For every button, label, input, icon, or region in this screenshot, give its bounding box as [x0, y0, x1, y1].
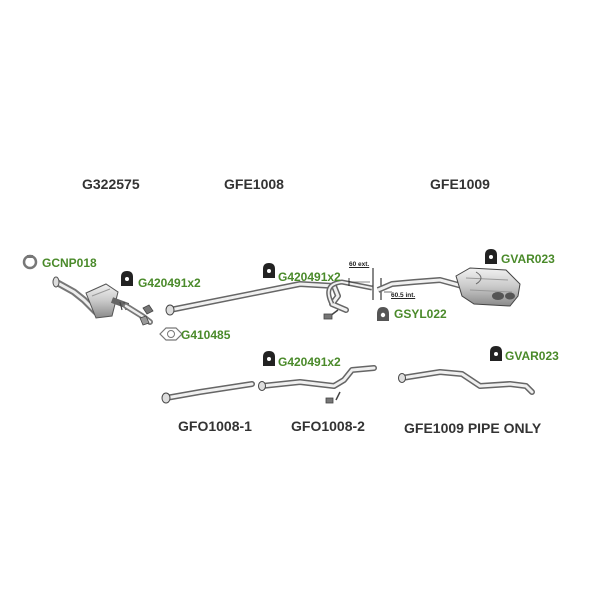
hanger-icon-cat	[121, 271, 133, 286]
clamp-icon	[22, 254, 38, 270]
part-code-clamp[interactable]: GCNP018	[42, 256, 97, 270]
front-pipe[interactable]	[165, 279, 373, 320]
part-code-gasket[interactable]: G410485	[181, 328, 231, 342]
pipe-part-2[interactable]	[258, 365, 377, 404]
part-code-sleeve[interactable]: GSYL022	[394, 307, 447, 321]
title-pipe-only: GFE1009 PIPE ONLY	[404, 420, 542, 436]
part-code-hanger-cat[interactable]: G420491x2	[138, 276, 201, 290]
hanger-icon-silencer	[485, 249, 497, 264]
title-cat-converter: G322575	[82, 176, 140, 192]
part-code-hanger-lower-pipe[interactable]: G420491x2	[278, 355, 341, 369]
pipe-part-1[interactable]	[161, 381, 255, 404]
part-code-hanger-pipe-only[interactable]: GVAR023	[505, 349, 559, 363]
rear-silencer[interactable]	[376, 267, 521, 307]
hanger-icon-pipe-only	[490, 346, 502, 361]
note-ext-size: 60 ext.	[349, 261, 370, 268]
title-part-2: GFO1008-2	[291, 418, 365, 434]
note-int-size: 60.5 int.	[391, 292, 416, 299]
title-part-1: GFO1008-1	[178, 418, 252, 434]
title-front-pipe: GFE1008	[224, 176, 284, 192]
gasket-icon	[159, 327, 183, 341]
title-rear-silencer: GFE1009	[430, 176, 490, 192]
hanger-icon-lower-pipe	[263, 351, 275, 366]
sleeve-icon	[377, 307, 389, 321]
pipe-only[interactable]	[398, 369, 535, 395]
hanger-icon-pipe	[263, 263, 275, 278]
part-code-hanger-pipe[interactable]: G420491x2	[278, 270, 341, 284]
catalytic-converter[interactable]	[52, 276, 154, 326]
part-code-hanger-silencer[interactable]: GVAR023	[501, 252, 555, 266]
